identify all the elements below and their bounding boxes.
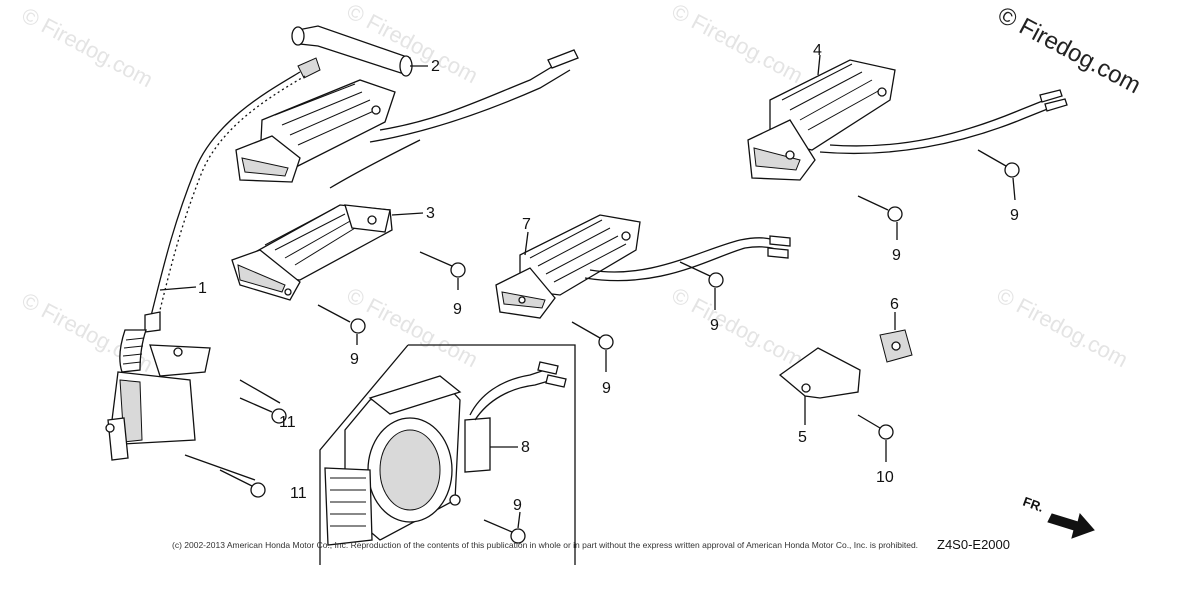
callout-10: 10 bbox=[876, 469, 894, 486]
bracket-5 bbox=[778, 347, 861, 399]
callout-6: 6 bbox=[890, 296, 899, 313]
callout-5: 5 bbox=[798, 429, 807, 446]
exciter-coil-7 bbox=[495, 214, 791, 319]
callout-9: 9 bbox=[513, 497, 522, 514]
callout-2: 2 bbox=[431, 58, 440, 75]
callout-11: 11 bbox=[290, 485, 307, 502]
ignition-coil bbox=[105, 71, 306, 461]
callout-9: 9 bbox=[710, 317, 719, 334]
stator-assembly bbox=[319, 344, 576, 565]
diagram-code: Z4S0-E2000 bbox=[937, 537, 1010, 552]
exciter-coil-4 bbox=[747, 59, 1068, 181]
spark-plug-cap bbox=[291, 25, 413, 79]
leader-lines bbox=[159, 54, 1016, 529]
callout-8: 8 bbox=[521, 439, 530, 456]
copyright-notice: (c) 2002-2013 American Honda Motor Co., … bbox=[172, 540, 918, 550]
front-direction-marker: FR. bbox=[1021, 494, 1095, 539]
callout-4: 4 bbox=[813, 42, 822, 59]
callout-9: 9 bbox=[892, 247, 901, 264]
callout-9: 9 bbox=[1010, 207, 1019, 224]
bolts bbox=[219, 149, 1020, 544]
fr-label: FR. bbox=[1021, 494, 1046, 515]
callouts: 1 2 3 4 5 6 7 8 9 9 9 9 9 9 9 10 11 11 bbox=[198, 42, 1019, 514]
callout-9: 9 bbox=[453, 301, 462, 318]
nut-6 bbox=[879, 329, 913, 363]
watermark: © Firedog.com bbox=[668, 0, 807, 88]
callout-1: 1 bbox=[198, 280, 207, 297]
callout-7: 7 bbox=[522, 216, 531, 233]
callout-11: 11 bbox=[279, 414, 296, 431]
exciter-coil-3 bbox=[231, 204, 393, 301]
callout-9: 9 bbox=[602, 380, 611, 397]
brand-watermark: © Firedog.com bbox=[993, 1, 1145, 99]
watermark: © Firedog.com bbox=[993, 282, 1132, 372]
watermark: © Firedog.com bbox=[668, 282, 807, 372]
callout-3: 3 bbox=[426, 205, 435, 222]
callout-9: 9 bbox=[350, 351, 359, 368]
exciter-coil-upper bbox=[235, 49, 579, 189]
watermark: © Firedog.com bbox=[18, 2, 157, 92]
